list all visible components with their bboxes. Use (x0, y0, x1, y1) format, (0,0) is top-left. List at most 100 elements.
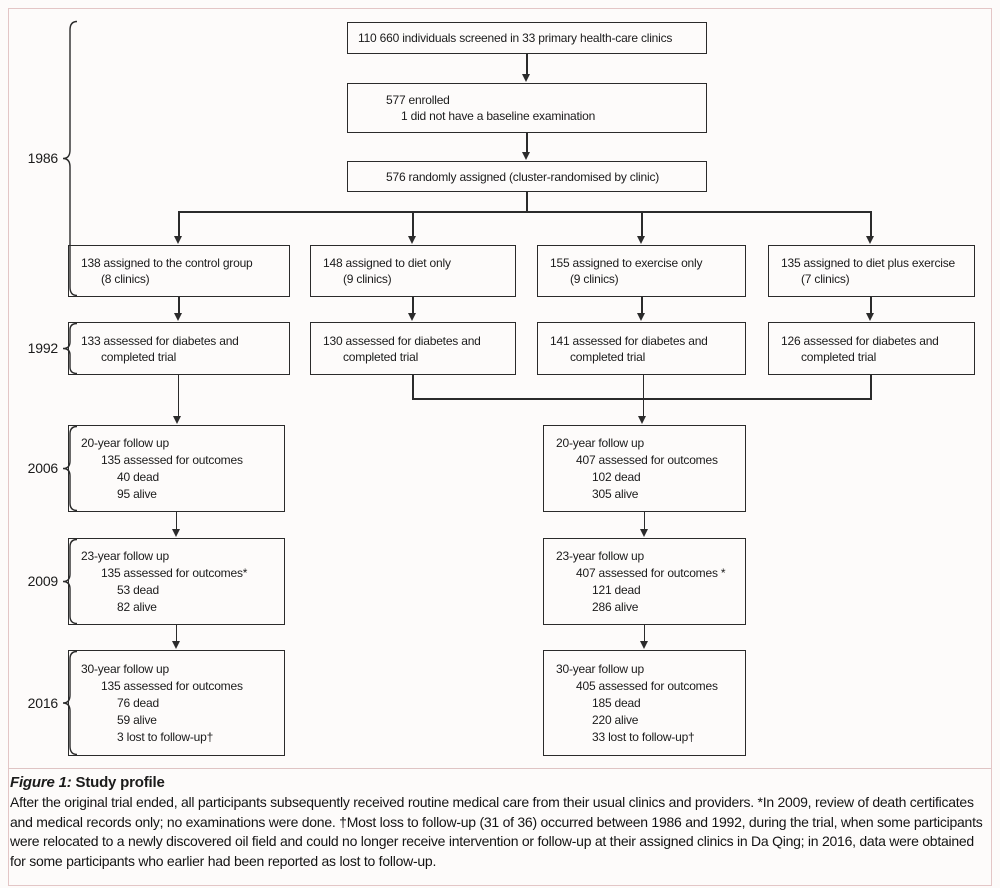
arrowhead (866, 236, 874, 244)
merge-stub-diet-exercise (870, 375, 872, 399)
followup30-combined-line3: 185 dead (592, 695, 641, 710)
trialend-diet-exercise-line1: 126 assessed for diabetes and (781, 333, 939, 348)
connector-branch-exercise (641, 211, 643, 237)
enrolled-line1: 577 enrolled (386, 93, 450, 107)
arrowhead (522, 152, 530, 160)
followup20-combined-line1: 20-year follow up (556, 435, 644, 450)
group-diet-box: 148 assigned to diet only (9 clinics) (310, 245, 516, 297)
group-exercise-line2: (9 clinics) (570, 272, 619, 286)
connector-control-followup20 (177, 375, 179, 417)
year-brace-1992 (62, 322, 78, 375)
enrolled-box: 577 enrolled 1 did not have a baseline e… (347, 83, 707, 133)
year-label-2016: 2016 (27, 695, 59, 711)
screened-text: 110 660 individuals screened in 33 prima… (358, 31, 673, 45)
connector-screened-enrolled (526, 54, 528, 75)
followup30-combined-line5: 33 lost to follow-up† (592, 729, 695, 744)
trialend-diet-exercise-box: 126 assessed for diabetes and completed … (768, 322, 975, 375)
followup23-control-line2: 135 assessed for outcomes* (101, 565, 248, 580)
connector-enrolled-randomised (526, 133, 528, 153)
followup30-control-line4: 59 alive (117, 712, 157, 727)
followup30-combined-box: 30-year follow up 405 assessed for outco… (543, 650, 746, 756)
year-brace-2009 (62, 538, 78, 625)
randomised-text: 576 randomly assigned (cluster-randomise… (386, 169, 660, 184)
arrowhead (639, 641, 648, 649)
merge-stub-diet (412, 375, 414, 399)
followup30-control-line1: 30-year follow up (81, 661, 169, 676)
followup30-combined-line1: 30-year follow up (556, 661, 644, 676)
arrowhead (171, 641, 180, 649)
followup20-combined-line3: 102 dead (592, 469, 641, 484)
arrowhead (639, 529, 648, 537)
group-control-line2: (8 clinics) (101, 272, 150, 286)
arrowhead (173, 416, 182, 424)
followup30-control-line2: 135 assessed for outcomes (101, 678, 243, 693)
connector-diet-exercise-trialend (870, 297, 872, 314)
group-exercise-box: 155 assigned to exercise only (9 clinics… (537, 245, 746, 297)
arrowhead (408, 236, 416, 244)
arrowhead (408, 313, 416, 321)
connector-branch-diet-exercise (870, 211, 872, 237)
connector-branch-control (178, 211, 180, 237)
figure-title: Study profile (71, 774, 165, 791)
trialend-exercise-box: 141 assessed for diabetes and completed … (537, 322, 746, 375)
connector-diet-trialend (412, 297, 414, 314)
enrolled-line2: 1 did not have a baseline examination (401, 109, 596, 123)
connector-control-followup30 (175, 625, 178, 642)
trialend-control-line2: completed trial (101, 349, 177, 364)
followup20-control-line1: 20-year follow up (81, 435, 169, 450)
followup20-control-line2: 135 assessed for outcomes (101, 452, 243, 467)
arrowhead (638, 416, 647, 424)
caption-divider (8, 768, 991, 769)
followup20-control-line3: 40 dead (117, 469, 159, 484)
followup23-combined-line1: 23-year follow up (556, 548, 644, 563)
year-brace-2016 (62, 650, 78, 756)
year-label-1986: 1986 (27, 150, 59, 166)
followup20-control-box: 20-year follow up 135 assessed for outco… (68, 425, 285, 512)
connector-combined-followup30 (643, 625, 646, 642)
followup30-control-box: 30-year follow up 135 assessed for outco… (68, 650, 285, 756)
group-diet-exercise-line1: 135 assigned to diet plus exercise (781, 256, 955, 270)
group-exercise-line1: 155 assigned to exercise only (550, 256, 703, 270)
screened-box: 110 660 individuals screened in 33 prima… (347, 22, 707, 54)
followup20-combined-box: 20-year follow up 407 assessed for outco… (543, 425, 746, 512)
trialend-control-box: 133 assessed for diabetes and completed … (68, 322, 290, 375)
arrowhead (866, 313, 874, 321)
followup23-control-line3: 53 dead (117, 582, 159, 597)
arrowhead (637, 236, 645, 244)
group-control-line1: 138 assigned to the control group (81, 256, 253, 270)
year-label-2009: 2009 (27, 573, 59, 589)
connector-exercise-trialend (641, 297, 643, 314)
followup20-combined-line4: 305 alive (592, 486, 639, 501)
connector-branch-diet (412, 211, 414, 237)
followup20-combined-line2: 407 assessed for outcomes (576, 452, 718, 467)
followup30-combined-line2: 405 assessed for outcomes (576, 678, 718, 693)
followup23-control-line4: 82 alive (117, 599, 157, 614)
trialend-control-line1: 133 assessed for diabetes and (81, 333, 239, 348)
trialend-exercise-line1: 141 assessed for diabetes and (550, 333, 708, 348)
group-diet-exercise-line2: (7 clinics) (801, 272, 850, 286)
connector-control-followup23 (175, 512, 178, 530)
branch-line (178, 211, 872, 213)
followup30-control-line3: 76 dead (117, 695, 159, 710)
trialend-diet-line1: 130 assessed for diabetes and (323, 333, 481, 348)
group-diet-line1: 148 assigned to diet only (323, 256, 451, 270)
group-diet-exercise-box: 135 assigned to diet plus exercise (7 cl… (768, 245, 975, 297)
group-control-box: 138 assigned to the control group (8 cli… (68, 245, 290, 297)
connector-randomised-branch (526, 192, 528, 212)
followup20-control-line4: 95 alive (117, 486, 157, 501)
trialend-exercise-line2: completed trial (570, 349, 646, 364)
connector-control-trialend (178, 297, 180, 314)
followup23-control-line1: 23-year follow up (81, 548, 169, 563)
randomised-box: 576 randomly assigned (cluster-randomise… (347, 161, 707, 192)
merge-line (412, 398, 872, 400)
trialend-diet-exercise-line2: completed trial (801, 349, 877, 364)
year-brace-2006 (62, 425, 78, 512)
followup23-control-box: 23-year follow up 135 assessed for outco… (68, 538, 285, 625)
followup23-combined-line2: 407 assessed for outcomes * (576, 565, 726, 580)
trialend-diet-box: 130 assessed for diabetes and completed … (310, 322, 516, 375)
arrowhead (637, 313, 645, 321)
arrowhead (171, 529, 180, 537)
arrowhead (174, 313, 182, 321)
figure-label: Figure 1: (10, 774, 72, 791)
